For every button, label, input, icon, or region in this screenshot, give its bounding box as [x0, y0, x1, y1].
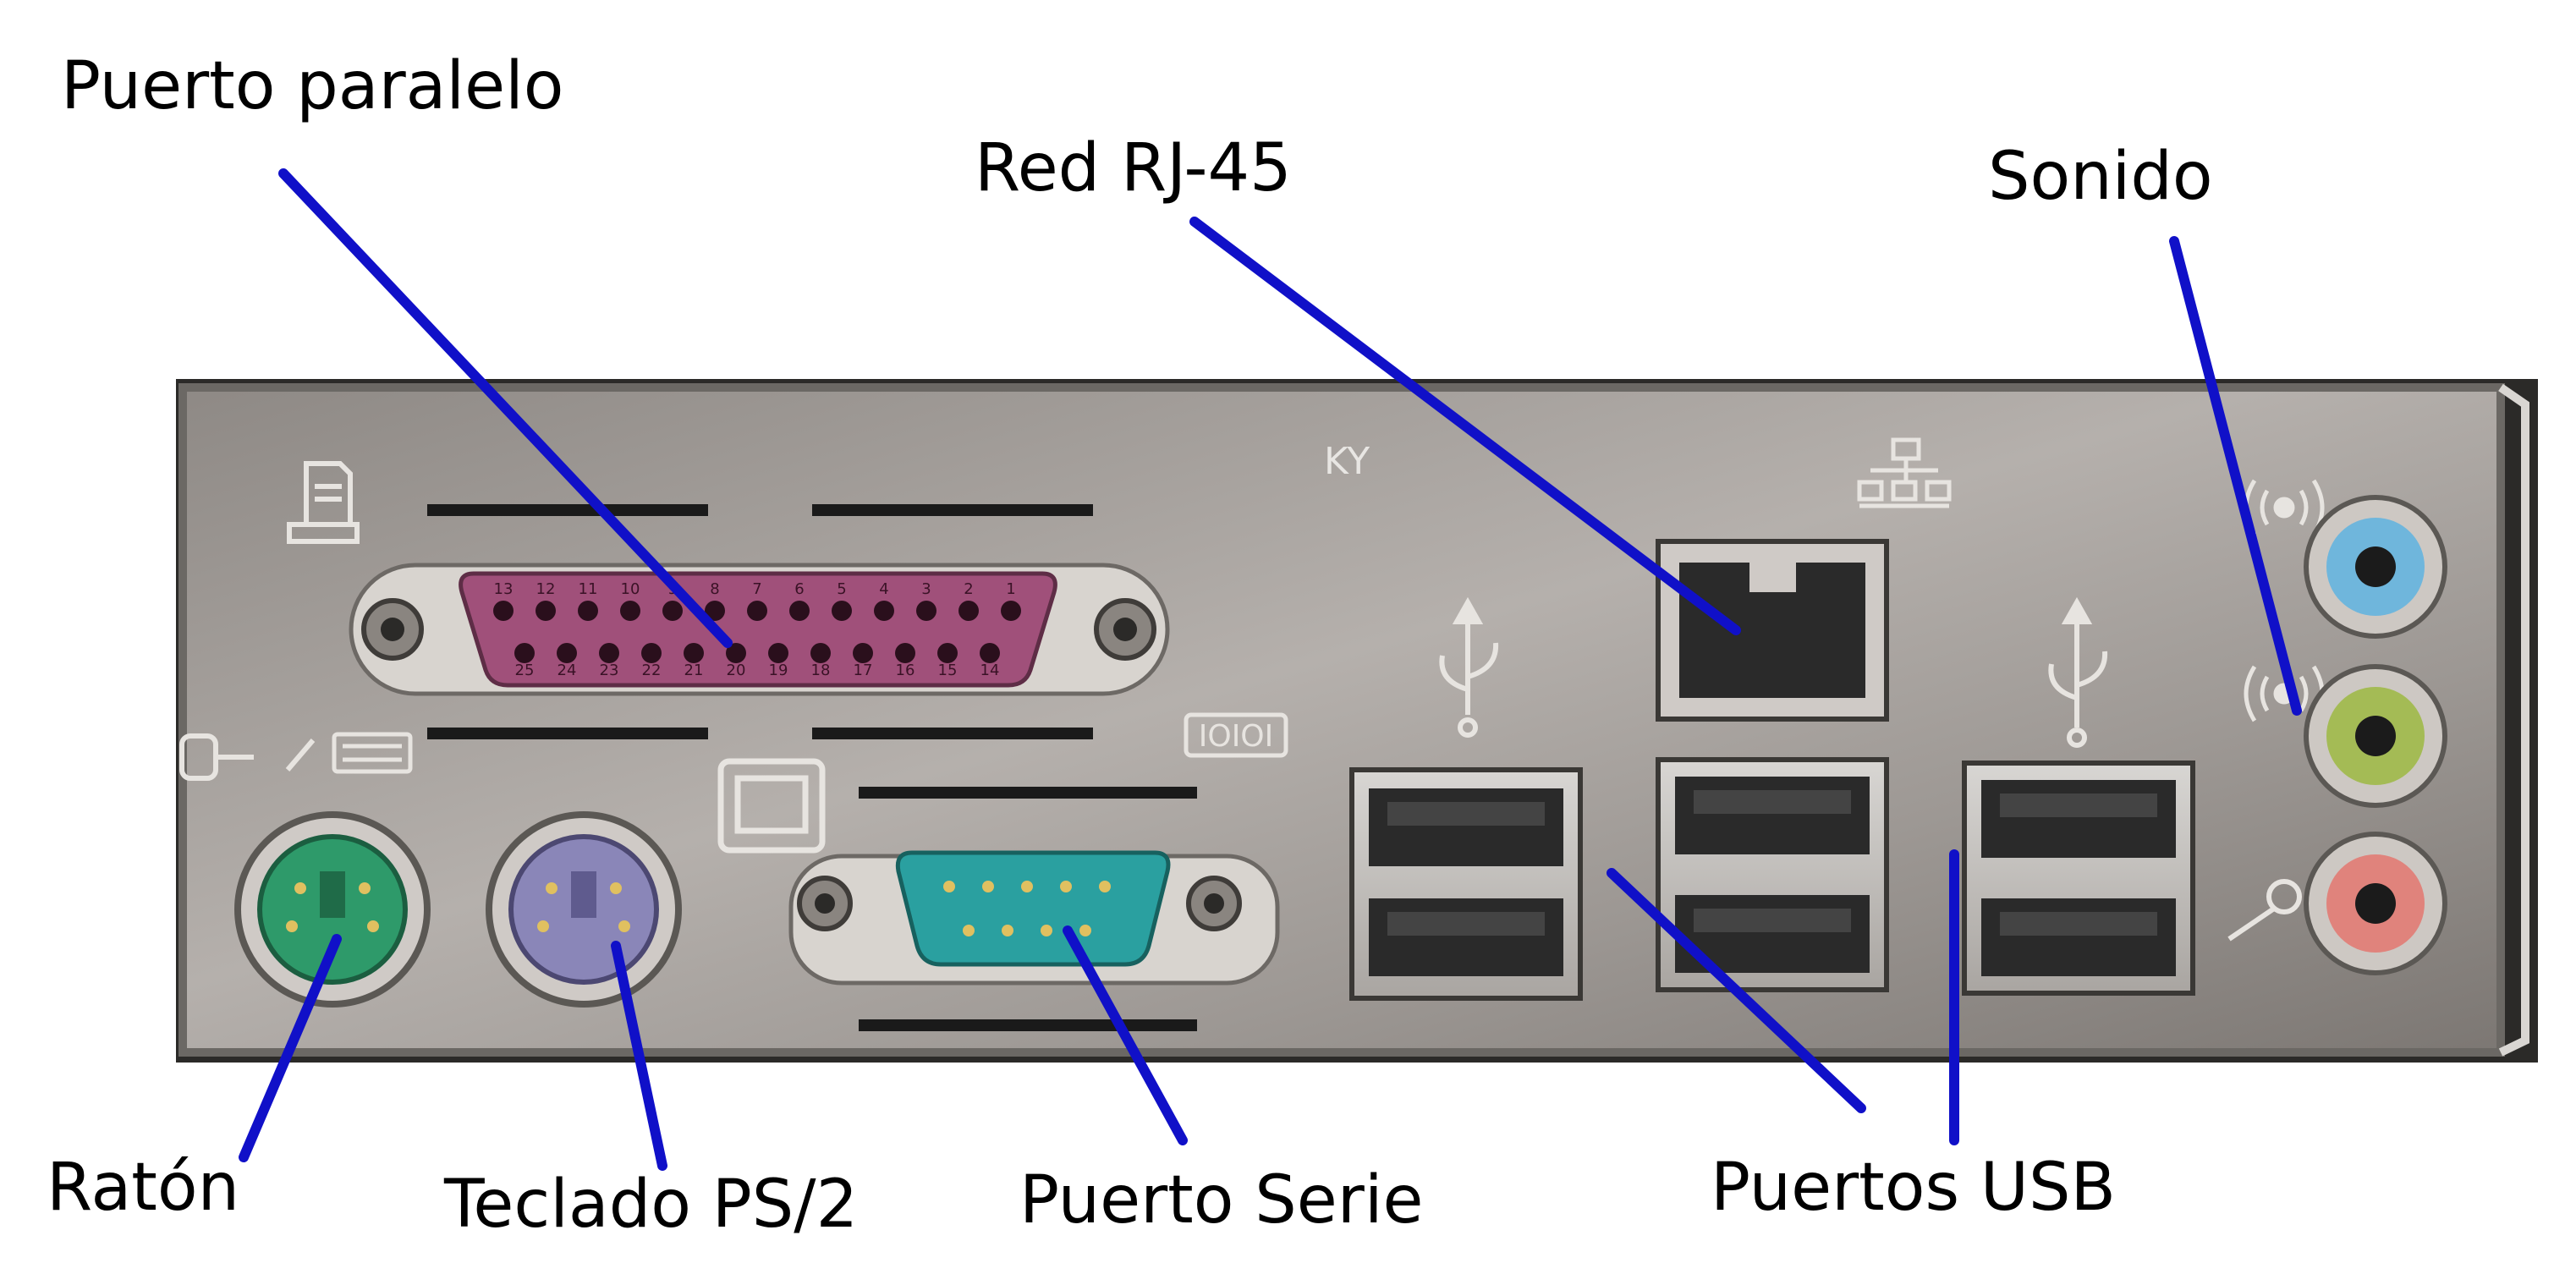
parallel-top-pin	[747, 601, 767, 621]
parallel-top-pin-number: 2	[964, 580, 973, 598]
parallel-bottom-pin	[895, 643, 915, 663]
parallel-top-pin	[705, 601, 725, 621]
parallel-bottom-pin	[768, 643, 788, 663]
parallel-bottom-pin	[810, 643, 831, 663]
leader-parallel	[278, 168, 733, 648]
parallel-top-pin-number: 12	[536, 580, 556, 598]
parallel-bottom-pin-number: 24	[557, 662, 577, 679]
label-keyboard: Teclado PS/2	[443, 1167, 858, 1243]
parallel-top-pin-number: 5	[837, 580, 846, 598]
parallel-top-pin	[1001, 601, 1021, 621]
label-mouse: Ratón	[47, 1150, 239, 1226]
parallel-bottom-pin-number: 20	[727, 662, 746, 679]
serial-port	[788, 787, 1280, 1031]
label-sound: Sonido	[1988, 139, 2213, 215]
rj45-port	[1656, 539, 1889, 722]
svg-text:IOIOI: IOIOI	[1199, 719, 1274, 754]
parallel-bottom-pin-number: 21	[684, 662, 704, 679]
parallel-bottom-pin	[937, 643, 958, 663]
parallel-bottom-pin	[853, 643, 873, 663]
microphone-icon	[2227, 879, 2302, 942]
ps2-keyboard-port	[486, 811, 682, 1008]
parallel-bottom-pin-number: 17	[854, 662, 873, 679]
parallel-bottom-pin-number: 23	[600, 662, 619, 679]
usb-icon	[2048, 596, 2108, 748]
usb-port-stack-right	[1962, 761, 2195, 996]
parallel-bottom-pin	[684, 643, 704, 663]
ps2-mouse-port	[234, 811, 431, 1008]
parallel-top-pin	[916, 601, 936, 621]
parallel-bottom-pin	[514, 643, 535, 663]
parallel-bottom-pin-number: 25	[515, 662, 535, 679]
parallel-bottom-pin	[599, 643, 619, 663]
label-parallel-port: Puerto paralelo	[61, 48, 563, 124]
parallel-bottom-pin-number: 22	[642, 662, 662, 679]
parallel-top-pin	[832, 601, 852, 621]
usb-icon	[1439, 596, 1499, 738]
audio-jack-mic	[2304, 832, 2447, 975]
label-usb-ports: Puertos USB	[1711, 1150, 2116, 1226]
label-rj45: Red RJ-45	[975, 130, 1292, 206]
network-icon	[1857, 437, 1952, 508]
parallel-top-pin	[874, 601, 894, 621]
parallel-top-pin-number: 8	[710, 580, 719, 598]
parallel-bottom-pin-number: 18	[811, 662, 831, 679]
parallel-top-pin	[662, 601, 683, 621]
keyboard-icon	[332, 732, 413, 774]
leader-sound	[2169, 236, 2302, 716]
parallel-bottom-pin-number: 15	[938, 662, 958, 679]
parallel-bottom-pin	[557, 643, 577, 663]
audio-jack-line-in	[2304, 495, 2447, 639]
parallel-bottom-pin	[641, 643, 662, 663]
parallel-bottom-pin-number: 14	[980, 662, 1000, 679]
label-serial-port: Puerto Serie	[1019, 1162, 1423, 1238]
parallel-bottom-pin-number: 16	[896, 662, 915, 679]
parallel-top-pin	[958, 601, 979, 621]
serial-icon: IOIOI	[1184, 712, 1288, 758]
parallel-top-pin-number: 3	[921, 580, 931, 598]
parallel-top-pin-number: 11	[579, 580, 598, 598]
printer-icon	[287, 461, 360, 544]
parallel-top-pin-number: 4	[879, 580, 888, 598]
parallel-bottom-pin	[726, 643, 746, 663]
mouse-icon	[179, 733, 254, 781]
parallel-top-pin-number: 13	[494, 580, 514, 598]
parallel-bottom-pin-number: 19	[769, 662, 788, 679]
leader-serial	[1063, 925, 1188, 1145]
leader-usb-left	[1607, 868, 1866, 1113]
parallel-top-pin-number: 1	[1006, 580, 1015, 598]
parallel-top-pin	[789, 601, 810, 621]
monitor-icon	[717, 758, 826, 854]
parallel-top-pin	[578, 601, 598, 621]
parallel-top-pin-number: 6	[794, 580, 804, 598]
leader-keyboard	[611, 941, 667, 1171]
parallel-top-pin	[620, 601, 640, 621]
ky-mark: KY	[1324, 440, 1370, 483]
parallel-top-pin-number: 10	[621, 580, 640, 598]
leader-mouse	[239, 934, 342, 1162]
parallel-top-pin-number: 7	[752, 580, 761, 598]
audio-jack-line-out	[2304, 664, 2447, 808]
parallel-bottom-pin	[980, 643, 1000, 663]
usb-port-stack-left	[1349, 767, 1583, 1001]
parallel-top-pin	[493, 601, 514, 621]
leader-rj45	[1189, 217, 1741, 635]
parallel-top-pin	[536, 601, 556, 621]
